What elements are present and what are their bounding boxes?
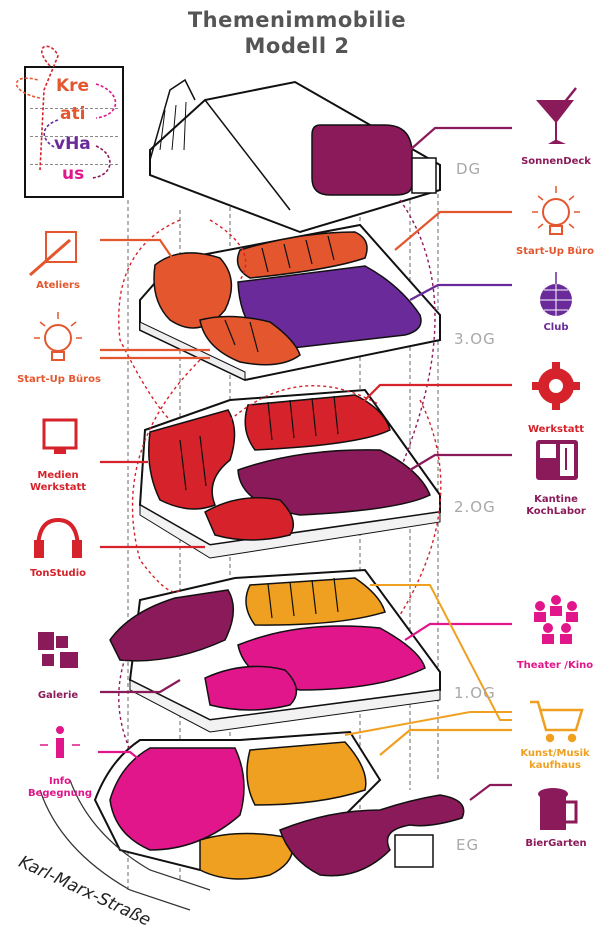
label-medien: Medien bbox=[20, 470, 96, 482]
lightbulb-icon bbox=[532, 186, 580, 234]
label-galerie: Galerie bbox=[20, 690, 96, 702]
beer-mug-icon bbox=[538, 788, 576, 830]
cocktail-glass-icon bbox=[536, 88, 576, 144]
disco-ball-icon bbox=[540, 272, 572, 316]
label-werkstatt-left: Werkstatt bbox=[20, 482, 96, 494]
kitchen-icon bbox=[536, 440, 578, 480]
label-kaufhaus: kaufhaus bbox=[516, 760, 594, 772]
headphones-icon bbox=[34, 520, 82, 558]
lightbulb-icon bbox=[34, 312, 82, 360]
shopping-cart-icon bbox=[530, 702, 582, 741]
gallery-frames-icon bbox=[38, 632, 78, 668]
label-startup-bueros: Start-Up Büros bbox=[14, 374, 104, 386]
label-tonstudio: TonStudio bbox=[20, 568, 96, 580]
label-startup-buero: Start-Up Büro bbox=[516, 246, 594, 258]
people-audience-icon bbox=[534, 595, 578, 644]
label-biergarten: BierGarten bbox=[520, 838, 592, 850]
monitor-icon bbox=[44, 420, 76, 454]
label-ateliers: Ateliers bbox=[20, 280, 96, 292]
gear-icon bbox=[532, 362, 580, 410]
label-sonnendeck: SonnenDeck bbox=[520, 156, 592, 168]
label-kunst-musik: Kunst/Musik bbox=[516, 748, 594, 760]
label-kochlabor: KochLabor bbox=[520, 506, 592, 518]
label-kantine: Kantine bbox=[520, 494, 592, 506]
label-begegnung: Begegnung bbox=[20, 788, 100, 800]
label-werkstatt: Werkstatt bbox=[520, 424, 592, 436]
label-theater-kino: Theater /Kino bbox=[516, 660, 594, 672]
label-info: Info bbox=[20, 776, 100, 788]
paintbrush-canvas-icon bbox=[30, 232, 76, 275]
info-icon bbox=[40, 726, 80, 758]
label-club: Club bbox=[520, 322, 592, 334]
